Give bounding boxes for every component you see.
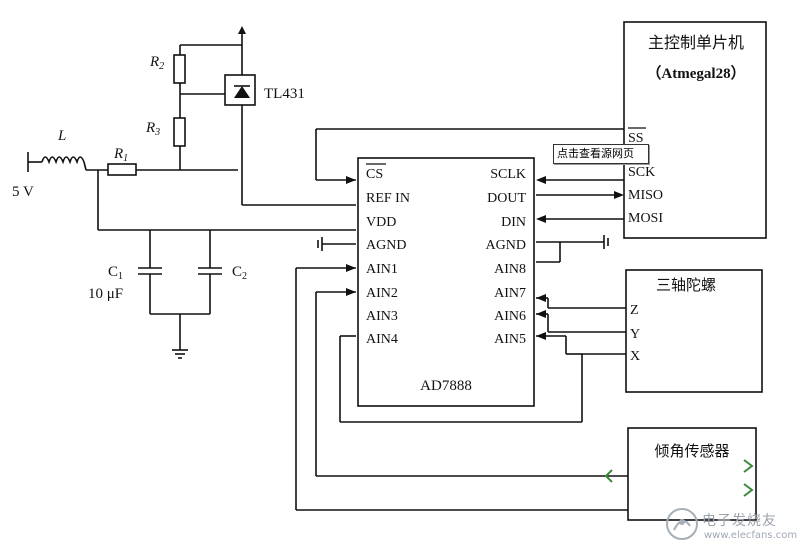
view-source-tooltip[interactable]: 点击查看源网页 — [553, 144, 649, 164]
adc-pin-agnd-left: AGND — [366, 238, 406, 253]
adc-pin-cs: CS — [366, 167, 383, 182]
mcu-title: 主控制单片机 — [648, 33, 744, 52]
adc-pin-ain8: AIN8 — [494, 262, 526, 277]
mcu-subtitle: （Atmegal28） — [646, 64, 745, 82]
watermark: 电子发烧友 www.elecfans.com — [656, 500, 806, 548]
adc-pin-agnd-right: AGND — [486, 238, 526, 253]
gyro-pin-y: Y — [630, 327, 640, 342]
mcu-pin-ss: SS — [628, 131, 644, 146]
watermark-text: 电子发烧友 — [702, 513, 777, 529]
adc-pin-ain4: AIN4 — [366, 332, 398, 347]
gyro-title: 三轴陀螺 — [656, 276, 716, 294]
mcu-pin-miso: MISO — [628, 188, 663, 203]
c1-label: C1 — [108, 264, 123, 282]
gyro-pin-x: X — [630, 349, 640, 364]
c1-value: 10 μF — [88, 286, 123, 302]
adc-pin-refin: REF IN — [366, 191, 410, 206]
adc-pin-ain2: AIN2 — [366, 286, 398, 301]
tooltip-text: 点击查看源网页 — [557, 147, 634, 160]
adc-pin-ain3: AIN3 — [366, 309, 398, 324]
c2-label: C2 — [232, 264, 247, 282]
adc-pin-ain1: AIN1 — [366, 262, 398, 277]
adc-pin-vdd: VDD — [366, 215, 396, 230]
watermark-url: www.elecfans.com — [704, 530, 798, 541]
adc-pin-ain5: AIN5 — [494, 332, 526, 347]
adc-name: AD7888 — [420, 378, 472, 394]
mcu-pin-mosi: MOSI — [628, 211, 663, 226]
elecfans-logo-icon — [666, 508, 698, 540]
r1-label: R1 — [113, 146, 128, 164]
adc-pin-din: DIN — [501, 215, 526, 230]
supply-label: 5 V — [12, 184, 34, 200]
tilt-title: 倾角传感器 — [654, 442, 729, 460]
adc-pin-dout: DOUT — [487, 191, 526, 206]
r3-label: R3 — [145, 120, 160, 138]
r2-label: R2 — [149, 54, 164, 72]
adc-pin-sclk: SCLK — [490, 167, 526, 182]
mcu-pin-sck: SCK — [628, 165, 655, 180]
inductor-label: L — [57, 128, 66, 144]
gyro-pin-z: Z — [630, 303, 639, 318]
adc-pin-ain7: AIN7 — [494, 286, 526, 301]
adc-pin-ain6: AIN6 — [494, 309, 526, 324]
regulator-label: TL431 — [264, 86, 305, 102]
